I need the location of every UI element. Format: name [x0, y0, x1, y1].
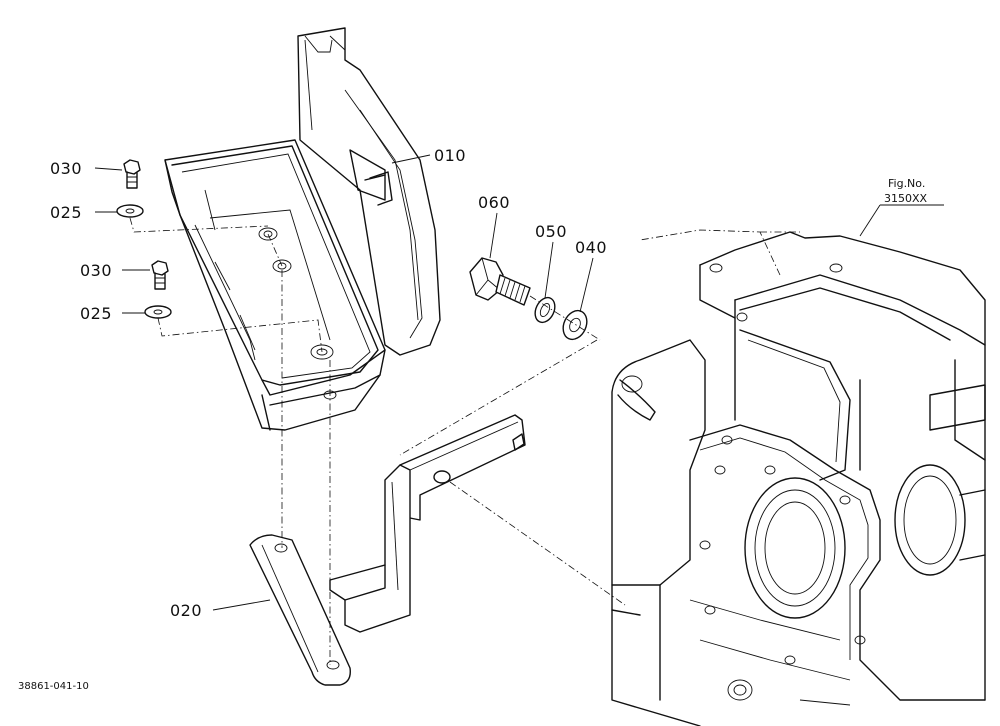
label-010: 010 [434, 146, 466, 165]
bolt-060 [469, 257, 531, 306]
mounting-bracket [249, 414, 526, 686]
tool-box [164, 27, 441, 431]
spring-washer-050 [534, 296, 556, 324]
label-025-upper: 025 [50, 203, 82, 222]
bolt-030-lower [151, 260, 169, 290]
label-060: 060 [478, 193, 510, 212]
bolt-030-upper [123, 159, 141, 189]
label-030-lower: 030 [80, 261, 112, 280]
engine-housing [611, 231, 986, 726]
label-050: 050 [535, 222, 567, 241]
washer-025-lower [144, 305, 172, 319]
figure-ref-line1: Fig.No. [888, 177, 925, 190]
label-040: 040 [575, 238, 607, 257]
assembly-lines [129, 217, 800, 665]
label-030-upper: 030 [50, 159, 82, 178]
label-020: 020 [170, 601, 202, 620]
document-id: 38861-041-10 [18, 681, 89, 692]
plain-washer-040 [562, 309, 588, 341]
label-025-lower: 025 [80, 304, 112, 323]
figure-ref-line2: 3150XX [884, 192, 928, 205]
leader-lines [94, 154, 944, 611]
washer-025-upper [116, 204, 144, 218]
